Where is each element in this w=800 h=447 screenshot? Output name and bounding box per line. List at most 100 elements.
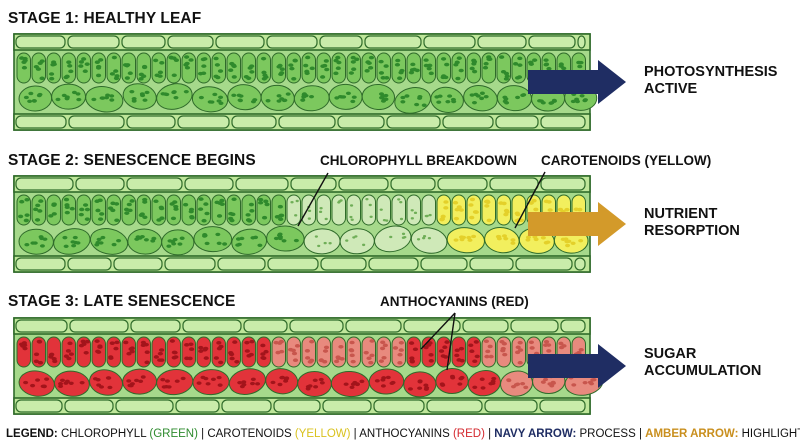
- chloroplast: [260, 352, 266, 356]
- callout-line-chlorophyll: [297, 172, 329, 227]
- stage-3-title: STAGE 3: LATE SENESCENCE: [8, 293, 236, 310]
- upper-epidermis-cell: [126, 177, 183, 191]
- chloroplast: [35, 67, 42, 71]
- chloroplast: [502, 234, 508, 238]
- chloroplast: [184, 61, 190, 66]
- upper-epidermis-cell: [75, 177, 125, 191]
- lower-epidermis-cell: [231, 115, 277, 129]
- chloroplast: [71, 243, 77, 248]
- spongy-cell: [89, 228, 129, 255]
- chloroplast: [31, 99, 37, 103]
- chloroplast: [397, 361, 403, 365]
- stage-1-outcome: PHOTOSYNTHESIS ACTIVE: [644, 64, 777, 98]
- chloroplast: [291, 76, 297, 81]
- chloroplast: [204, 211, 210, 216]
- upper-epidermis-cell: [489, 177, 539, 191]
- chloroplast: [217, 383, 223, 387]
- callout-anthocyanins: ANTHOCYANINS (RED): [380, 294, 529, 309]
- lower-epidermis-cell: [15, 257, 66, 271]
- chloroplast: [135, 235, 141, 239]
- chloroplast: [471, 59, 478, 64]
- chloroplast: [404, 94, 410, 98]
- chloroplast: [67, 64, 73, 68]
- chloroplast: [453, 62, 459, 67]
- chloroplast: [150, 239, 156, 243]
- navy-arrow-sugar: [528, 344, 626, 388]
- chloroplast: [159, 216, 165, 220]
- navy-arrow-sugar-shape: [528, 344, 626, 388]
- chloroplast: [264, 202, 270, 207]
- chloroplast: [333, 71, 339, 76]
- chloroplast: [479, 377, 485, 381]
- chloroplast: [503, 97, 509, 101]
- chloroplast: [561, 66, 567, 71]
- chloroplast: [20, 344, 26, 348]
- chloroplast: [23, 95, 29, 100]
- spongy-cell: [297, 370, 332, 397]
- chloroplast: [409, 358, 415, 363]
- lower-epidermis-cell: [540, 115, 586, 129]
- chloroplast: [140, 93, 146, 98]
- chloroplast: [540, 236, 546, 240]
- palisade-cell: [196, 52, 211, 84]
- chloroplast: [532, 58, 538, 62]
- chloroplast: [24, 243, 30, 247]
- chloroplast: [68, 352, 74, 356]
- chloroplast: [248, 352, 254, 357]
- legend-label: LEGEND:: [6, 428, 58, 440]
- chloroplast: [401, 236, 406, 239]
- chloroplast: [217, 69, 224, 73]
- chloroplast: [64, 210, 70, 215]
- chloroplast: [108, 356, 114, 360]
- chloroplast: [459, 358, 465, 363]
- chloroplast: [292, 58, 298, 63]
- chloroplast: [285, 92, 291, 96]
- chloroplast: [408, 70, 415, 75]
- upper-epidermis-cell: [184, 177, 234, 191]
- chloroplast: [48, 214, 54, 218]
- chloroplast: [109, 72, 115, 76]
- chloroplast: [488, 354, 494, 359]
- lower-epidermis-cell: [113, 257, 163, 271]
- chloroplast: [84, 207, 91, 212]
- chloroplast: [50, 62, 56, 67]
- chloroplast: [33, 207, 39, 212]
- chloroplast: [543, 58, 549, 62]
- chloroplast: [59, 378, 65, 383]
- stage-1-outcome-line1: PHOTOSYNTHESIS: [644, 64, 778, 80]
- chloroplast: [395, 58, 401, 63]
- chloroplast: [482, 65, 489, 70]
- chloroplast: [379, 208, 383, 211]
- stage-1-title: STAGE 1: HEALTHY LEAF: [8, 10, 202, 27]
- chloroplast: [134, 378, 140, 383]
- chloroplast: [458, 68, 464, 73]
- chloroplast: [401, 232, 406, 236]
- palisade-cell: [481, 52, 496, 84]
- chloroplast: [349, 385, 355, 389]
- chloroplast: [479, 91, 485, 95]
- chloroplast: [320, 64, 326, 68]
- chloroplast: [127, 71, 133, 76]
- chloroplast: [335, 66, 341, 71]
- chloroplast: [547, 208, 553, 212]
- chloroplast: [63, 197, 70, 202]
- chloroplast: [216, 375, 222, 380]
- chloroplast: [381, 355, 387, 360]
- chloroplast: [279, 97, 285, 101]
- chloroplast: [142, 200, 148, 204]
- upper-epidermis-cell: [182, 319, 242, 333]
- chloroplast: [260, 356, 266, 360]
- chloroplast: [469, 215, 475, 220]
- chloroplast: [275, 350, 281, 355]
- chloroplast: [399, 217, 404, 221]
- chloroplast: [142, 98, 148, 102]
- upper-epidermis-cell: [560, 319, 586, 333]
- chloroplast: [82, 203, 89, 207]
- chloroplast: [369, 215, 373, 219]
- chloroplast: [129, 199, 135, 203]
- lower-epidermis-cell: [267, 257, 319, 271]
- chloroplast: [307, 217, 311, 220]
- chloroplast: [95, 73, 102, 78]
- chloroplast: [472, 359, 478, 364]
- chloroplast: [94, 243, 100, 247]
